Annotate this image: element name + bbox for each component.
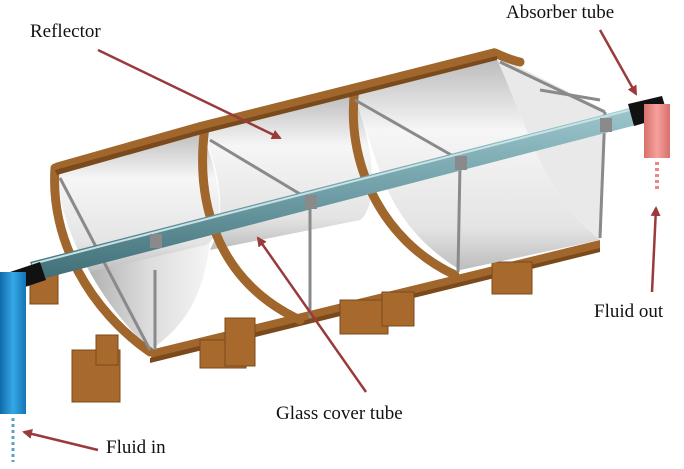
- frame-ribs: [50, 48, 525, 357]
- label-fluid-in: Fluid in: [106, 437, 166, 458]
- arrow-fluid-out: [650, 206, 661, 293]
- label-reflector: Reflector: [30, 21, 101, 42]
- support-feet: [29, 261, 533, 403]
- label-fluid-out: Fluid out: [594, 301, 664, 322]
- label-glass-cover-tube: Glass cover tube: [276, 403, 403, 424]
- leader-arrows: [22, 29, 661, 452]
- arrow-fluid-in: [22, 429, 99, 452]
- label-absorber-tube: Absorber tube: [506, 2, 615, 23]
- frame-top-rail: [55, 48, 497, 175]
- arrow-absorber: [598, 29, 638, 96]
- fluid-out-pipe: [644, 104, 670, 190]
- arrow-glass-cover: [256, 236, 368, 393]
- fluid-in-pipe: [0, 272, 26, 462]
- arrow-reflector: [97, 48, 282, 140]
- glass-cover-tube: [30, 108, 640, 280]
